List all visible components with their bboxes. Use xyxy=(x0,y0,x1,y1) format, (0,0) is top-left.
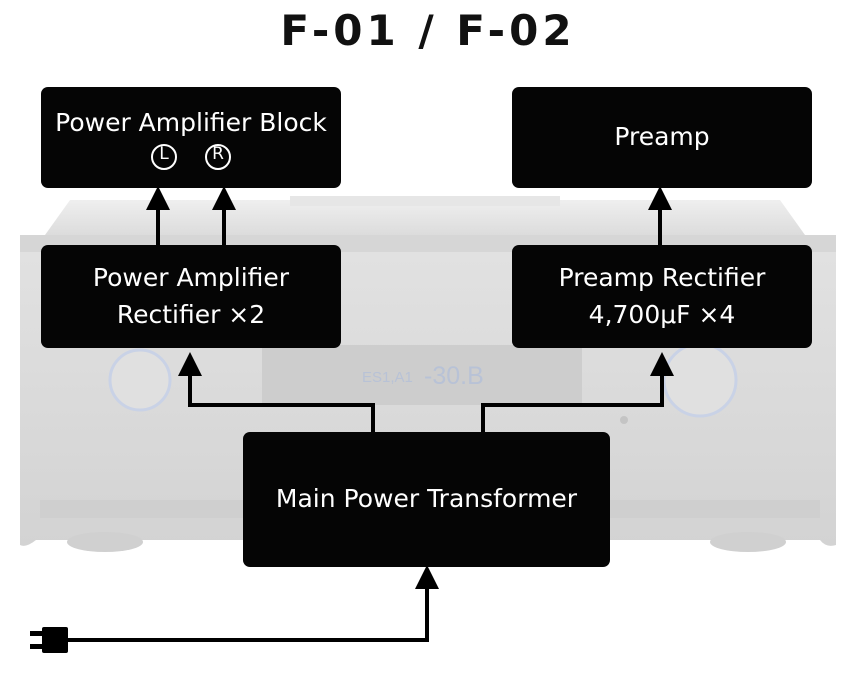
channel-indicators: L R xyxy=(151,143,231,170)
power-amplifier-rectifier-line1: Power Amplifier xyxy=(92,263,290,293)
main-power-transformer-block: Main Power Transformer xyxy=(243,432,610,567)
display-volume: -30.B xyxy=(424,362,484,390)
diagram-title: F-01 / F-02 xyxy=(280,6,576,55)
power-amplifier-block-label: Power Amplifier Block xyxy=(55,108,327,138)
preamp-rectifier-block: Preamp Rectifier 4,700μF ×4 xyxy=(512,245,812,348)
preamp-block: Preamp xyxy=(512,87,812,188)
preamp-label: Preamp xyxy=(614,122,710,152)
amplifier-display: ES1,A1 -30.B xyxy=(262,345,582,405)
power-amplifier-rectifier-line2: Rectifier ×2 xyxy=(116,299,266,329)
power-amplifier-block: Power Amplifier Block L R xyxy=(41,87,341,188)
power-amplifier-rectifier-block: Power Amplifier Rectifier ×2 xyxy=(41,245,341,348)
preamp-rectifier-line1: Preamp Rectifier xyxy=(558,263,766,293)
line-transformer-to-preamp-rectifier xyxy=(481,352,674,432)
line-mains-to-transformer xyxy=(68,565,439,642)
display-source: ES1,A1 xyxy=(362,369,413,386)
left-channel-icon: L xyxy=(151,143,177,170)
preamp-rectifier-line2: 4,700μF ×4 xyxy=(588,299,736,329)
right-channel-icon: R xyxy=(205,143,231,170)
plug-icon xyxy=(30,627,68,653)
main-power-transformer-label: Main Power Transformer xyxy=(275,484,578,514)
line-transformer-to-power-rectifier xyxy=(178,352,375,432)
